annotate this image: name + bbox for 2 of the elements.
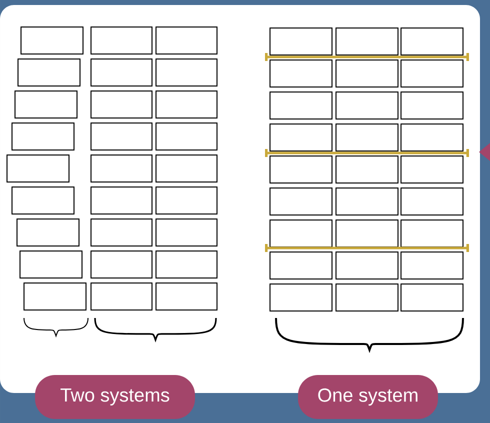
label-pill: One system (298, 374, 438, 419)
label-pill: Two systems (35, 374, 195, 419)
